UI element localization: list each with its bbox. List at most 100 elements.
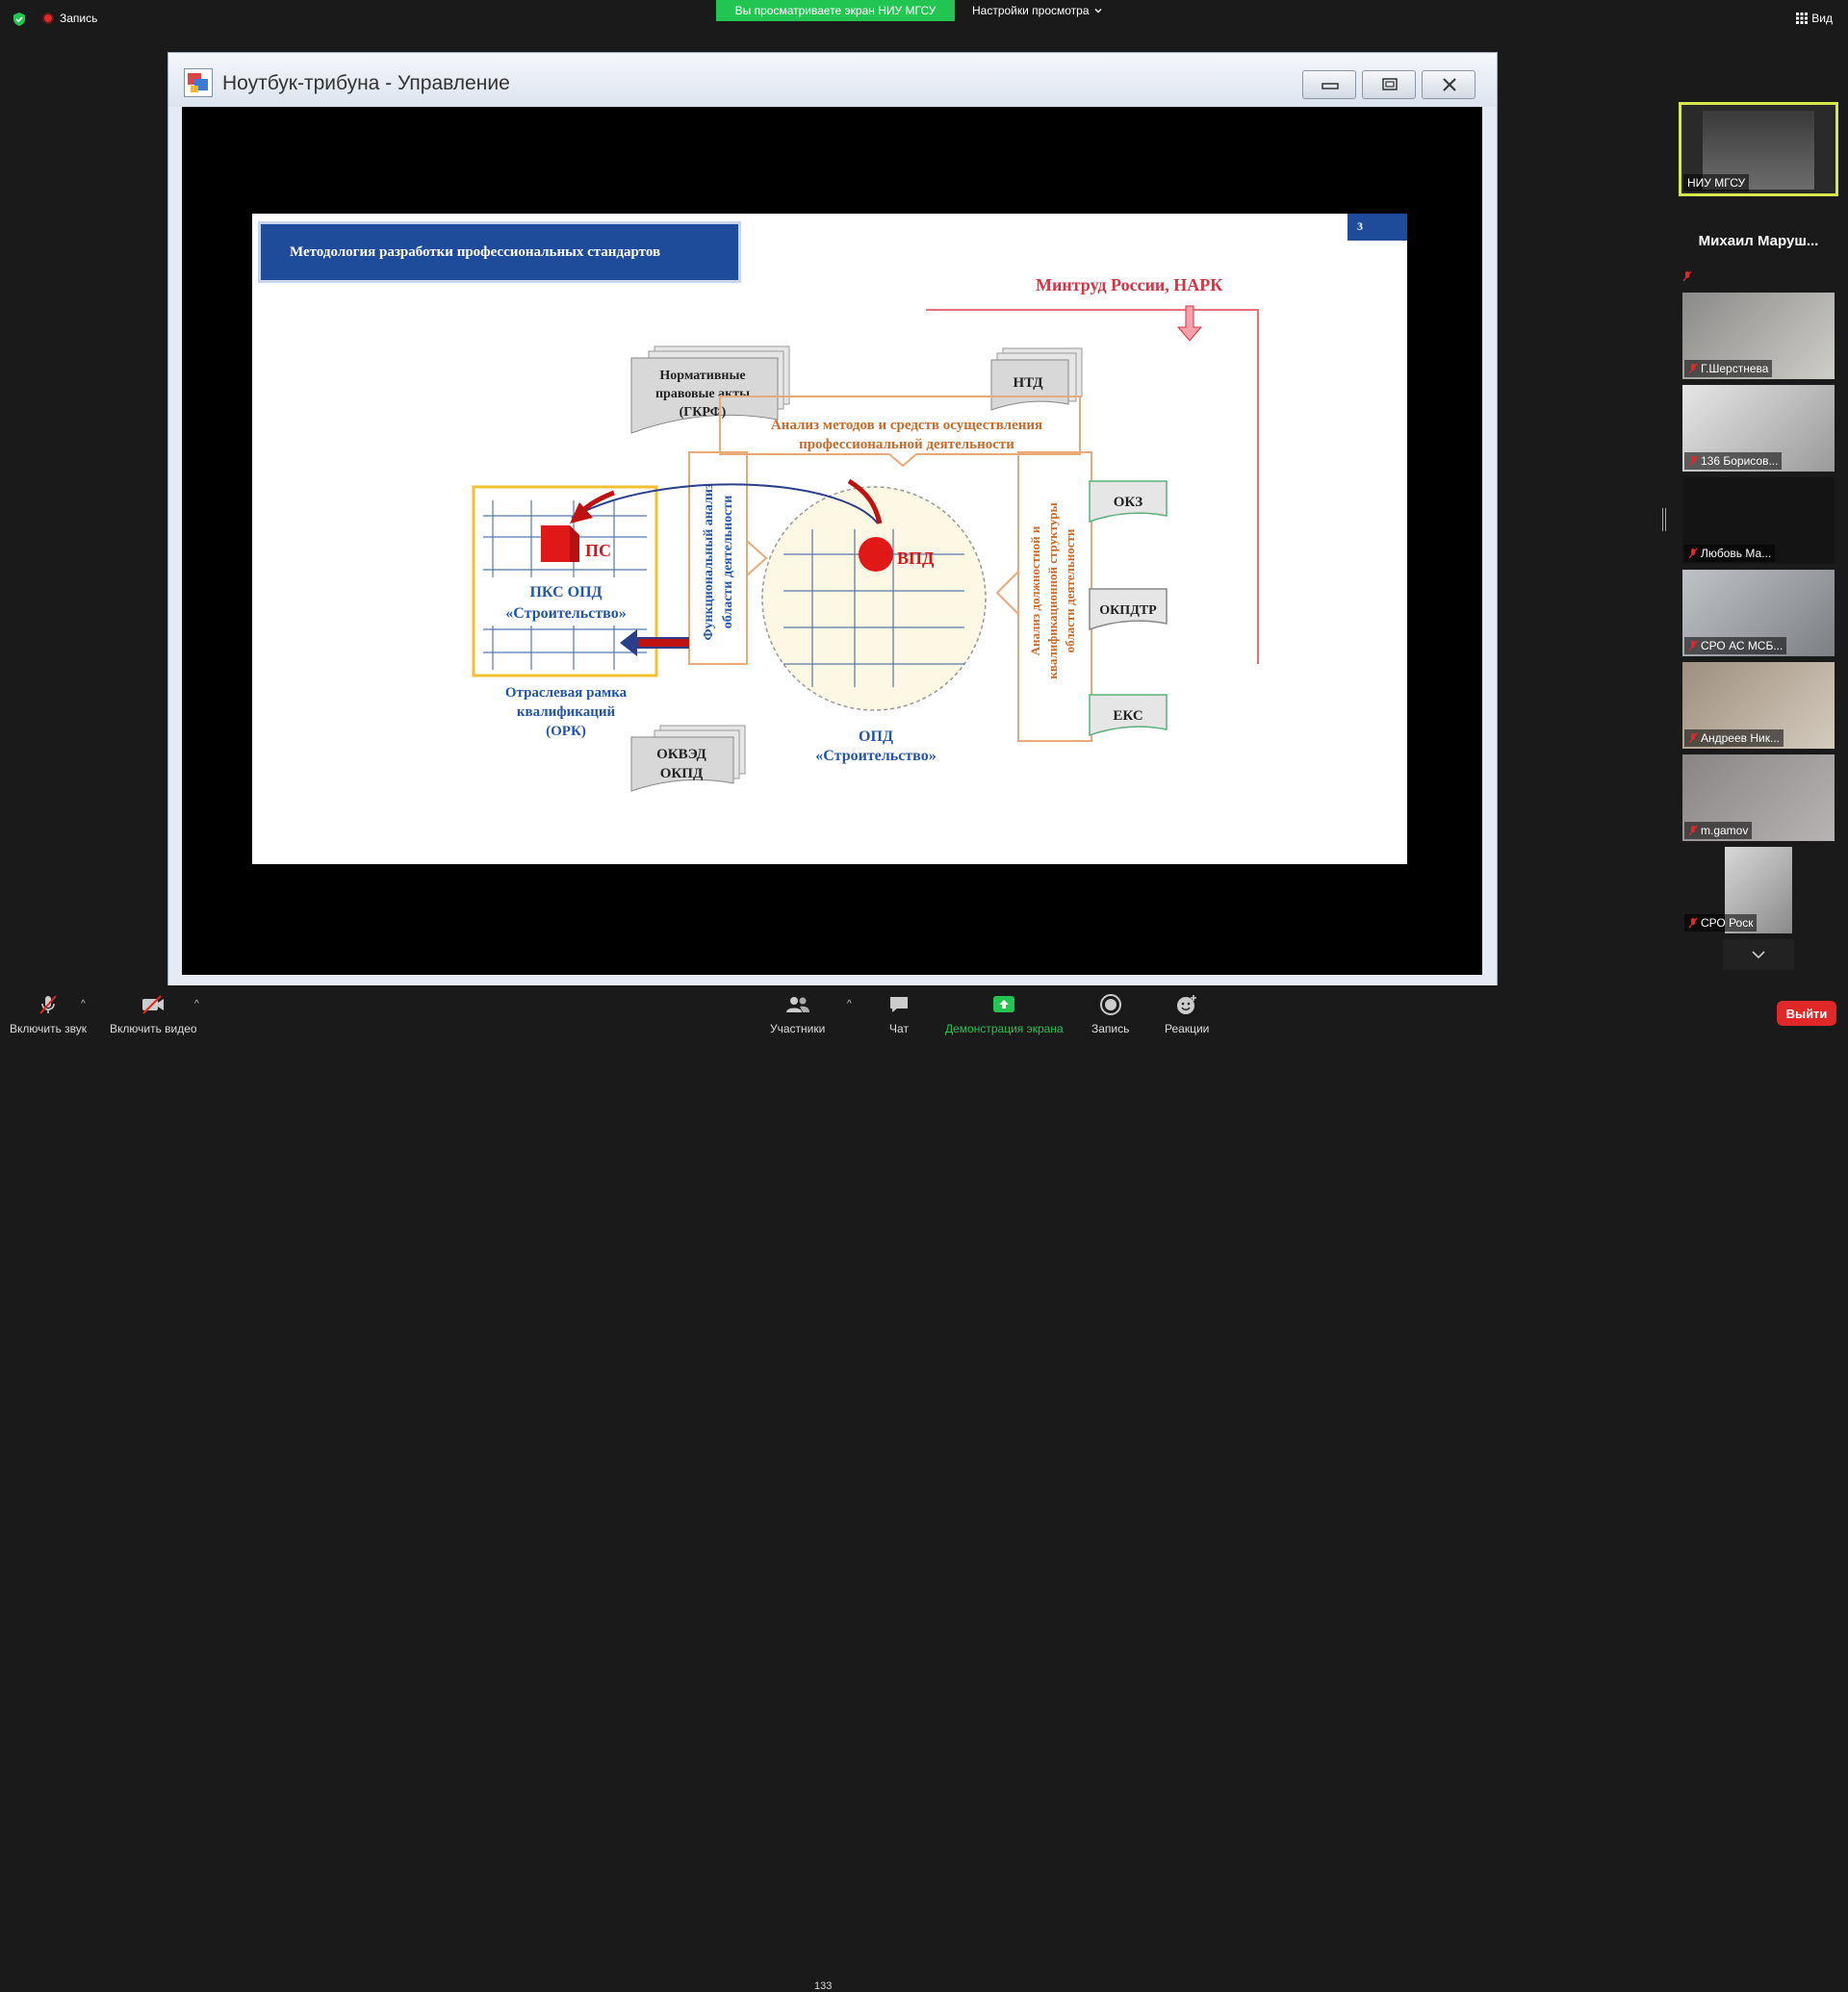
view-button[interactable]: Вид <box>1796 12 1833 25</box>
audio-options-caret[interactable]: ^ <box>81 999 86 1009</box>
leave-meeting-button[interactable]: Выйти <box>1777 1001 1836 1026</box>
participants-label: Участники <box>770 1022 826 1035</box>
okz-label: ОКЗ <box>1114 495 1143 510</box>
active-speaker-tile[interactable]: НИУ МГСУ <box>1679 102 1838 196</box>
participant-name: Андреев Ник... <box>1701 731 1780 745</box>
participants-button[interactable]: Участники <box>770 993 825 1035</box>
start-video-label: Включить видео <box>110 1022 197 1035</box>
record-icon <box>1099 994 1121 1015</box>
view-label: Вид <box>1811 12 1833 25</box>
participant-tile[interactable]: Любовь Ма... <box>1682 477 1835 564</box>
participant-tile[interactable]: 136 Борисов... <box>1682 385 1835 472</box>
app-icon <box>184 68 213 97</box>
maximize-button[interactable] <box>1362 70 1416 99</box>
participants-count: 133 <box>814 1980 833 1992</box>
opd-label-1: ОПД <box>859 728 893 745</box>
muted-mic-icon <box>1688 640 1698 651</box>
reactions-button[interactable]: Реакции <box>1165 993 1209 1035</box>
participant-name: 136 Борисов... <box>1701 454 1779 468</box>
recording-label: Запись <box>60 12 98 25</box>
participant-name-label: Любовь Ма... <box>1684 545 1776 562</box>
participant-name: НИУ МГСУ <box>1683 174 1750 192</box>
npa-label-1: Нормативные <box>659 369 745 383</box>
participant-name: m.gamov <box>1701 824 1749 837</box>
top-bar: Запись Вы просматриваете экран НИУ МГСУ … <box>0 0 1848 38</box>
participant-tile[interactable]: Г.Шерстнева <box>1682 293 1835 379</box>
share-screen-icon <box>993 996 1015 1012</box>
slide-title: Методология разработки профессиональных … <box>290 243 661 260</box>
video-off-icon <box>142 995 165 1014</box>
record-dot-icon <box>42 13 54 24</box>
okved-label-1: ОКВЭД <box>656 747 706 762</box>
eks-label: ЕКС <box>1113 708 1142 724</box>
muted-mic-icon <box>1688 455 1698 467</box>
participant-tile[interactable]: СРО Роск <box>1682 847 1835 933</box>
participant-name: СРО Роск <box>1701 916 1754 930</box>
okpdtr-box: ОКПДТР <box>1089 588 1168 631</box>
participants-options-caret[interactable]: ^ <box>847 999 852 1009</box>
reactions-label: Реакции <box>1165 1022 1210 1035</box>
muted-mic-icon <box>1688 548 1698 559</box>
participant-name-label: СРО Роск <box>1684 914 1758 932</box>
window-titlebar: Ноутбук-трибуна - Управление <box>168 53 1497 107</box>
participants-icon <box>785 997 809 1012</box>
slide-number: 3 <box>1348 214 1407 241</box>
participant-tile[interactable]: Андреев Ник... <box>1682 662 1835 749</box>
panel-resize-handle[interactable] <box>1662 508 1666 531</box>
muted-mic-icon <box>1688 825 1698 836</box>
dolzh-label-3: области деятельности <box>1063 528 1077 652</box>
muted-mic-icon <box>1688 917 1698 929</box>
okpdtr-label: ОКПДТР <box>1099 603 1157 618</box>
minimize-icon <box>1322 83 1339 89</box>
participant-tile[interactable]: m.gamov <box>1682 754 1835 841</box>
ntd-docs: НТД <box>990 347 1083 411</box>
npa-docs: Нормативные правовые акты (ГКРФ) <box>630 345 790 434</box>
npa-label-3: (ГКРФ) <box>680 405 727 420</box>
presentation-slide: Методология разработки профессиональных … <box>252 214 1407 864</box>
participant-name-label: 136 Борисов... <box>1684 452 1783 470</box>
dolzh-label-1: Анализ должностной и <box>1028 525 1042 655</box>
muted-mic-icon <box>1688 732 1698 744</box>
opd-label-2: «Строительство» <box>815 748 936 764</box>
vpd-label: ВПД <box>897 549 935 568</box>
close-button[interactable] <box>1422 70 1476 99</box>
view-settings-menu[interactable]: Настройки просмотра <box>972 0 1103 21</box>
participant-name-tile[interactable]: Михаил Маруш... <box>1679 202 1838 287</box>
recording-indicator[interactable]: Запись <box>42 12 97 25</box>
participant-name-label: m.gamov <box>1684 822 1753 839</box>
start-video-button[interactable]: Включить видео <box>110 993 197 1035</box>
video-options-caret[interactable]: ^ <box>194 999 199 1009</box>
mintrud-label: Минтруд России, НАРК <box>1036 275 1222 294</box>
meeting-toolbar: Включить звук ^ Включить видео ^ Участни… <box>0 985 1848 1992</box>
muted-mic-icon <box>1688 363 1698 374</box>
participant-name-label: Андреев Ник... <box>1684 729 1784 747</box>
ork-label-1: Отраслевая рамка <box>505 685 628 701</box>
minimize-button[interactable] <box>1302 70 1356 99</box>
record-button[interactable]: Запись <box>1091 993 1129 1035</box>
participant-name: Любовь Ма... <box>1701 547 1772 560</box>
unmute-label: Включить звук <box>10 1022 88 1035</box>
func-label-1: Функциональный анализ <box>702 483 716 640</box>
ork-label-2: квалификаций <box>517 704 616 720</box>
chevron-down-icon <box>1094 9 1102 13</box>
reactions-icon <box>1177 995 1197 1014</box>
muted-mic-icon <box>39 995 57 1014</box>
ntd-label: НТД <box>1013 375 1043 391</box>
share-screen-button[interactable]: Демонстрация экрана <box>945 993 1064 1035</box>
chat-button[interactable]: Чат <box>887 993 911 1035</box>
window-title: Ноутбук-трибуна - Управление <box>222 72 510 94</box>
unmute-button[interactable]: Включить звук <box>10 993 87 1035</box>
analysis-label-2: профессиональной деятельности <box>799 437 1014 452</box>
view-settings-label: Настройки просмотра <box>972 4 1090 17</box>
participant-tile[interactable]: СРО АС МСБ... <box>1682 570 1835 656</box>
featured-participant-name: Михаил Маруш... <box>1698 233 1819 249</box>
chat-label: Чат <box>889 1022 909 1035</box>
participant-name-label: СРО АС МСБ... <box>1684 637 1787 654</box>
gallery-scroll-down-button[interactable] <box>1723 939 1794 970</box>
record-label: Запись <box>1091 1022 1130 1035</box>
func-label-2: области деятельности <box>721 496 735 629</box>
close-icon <box>1443 78 1456 91</box>
chevron-down-icon <box>1752 951 1765 959</box>
pks-label-2: «Строительство» <box>505 605 626 622</box>
shield-icon[interactable] <box>12 12 27 27</box>
